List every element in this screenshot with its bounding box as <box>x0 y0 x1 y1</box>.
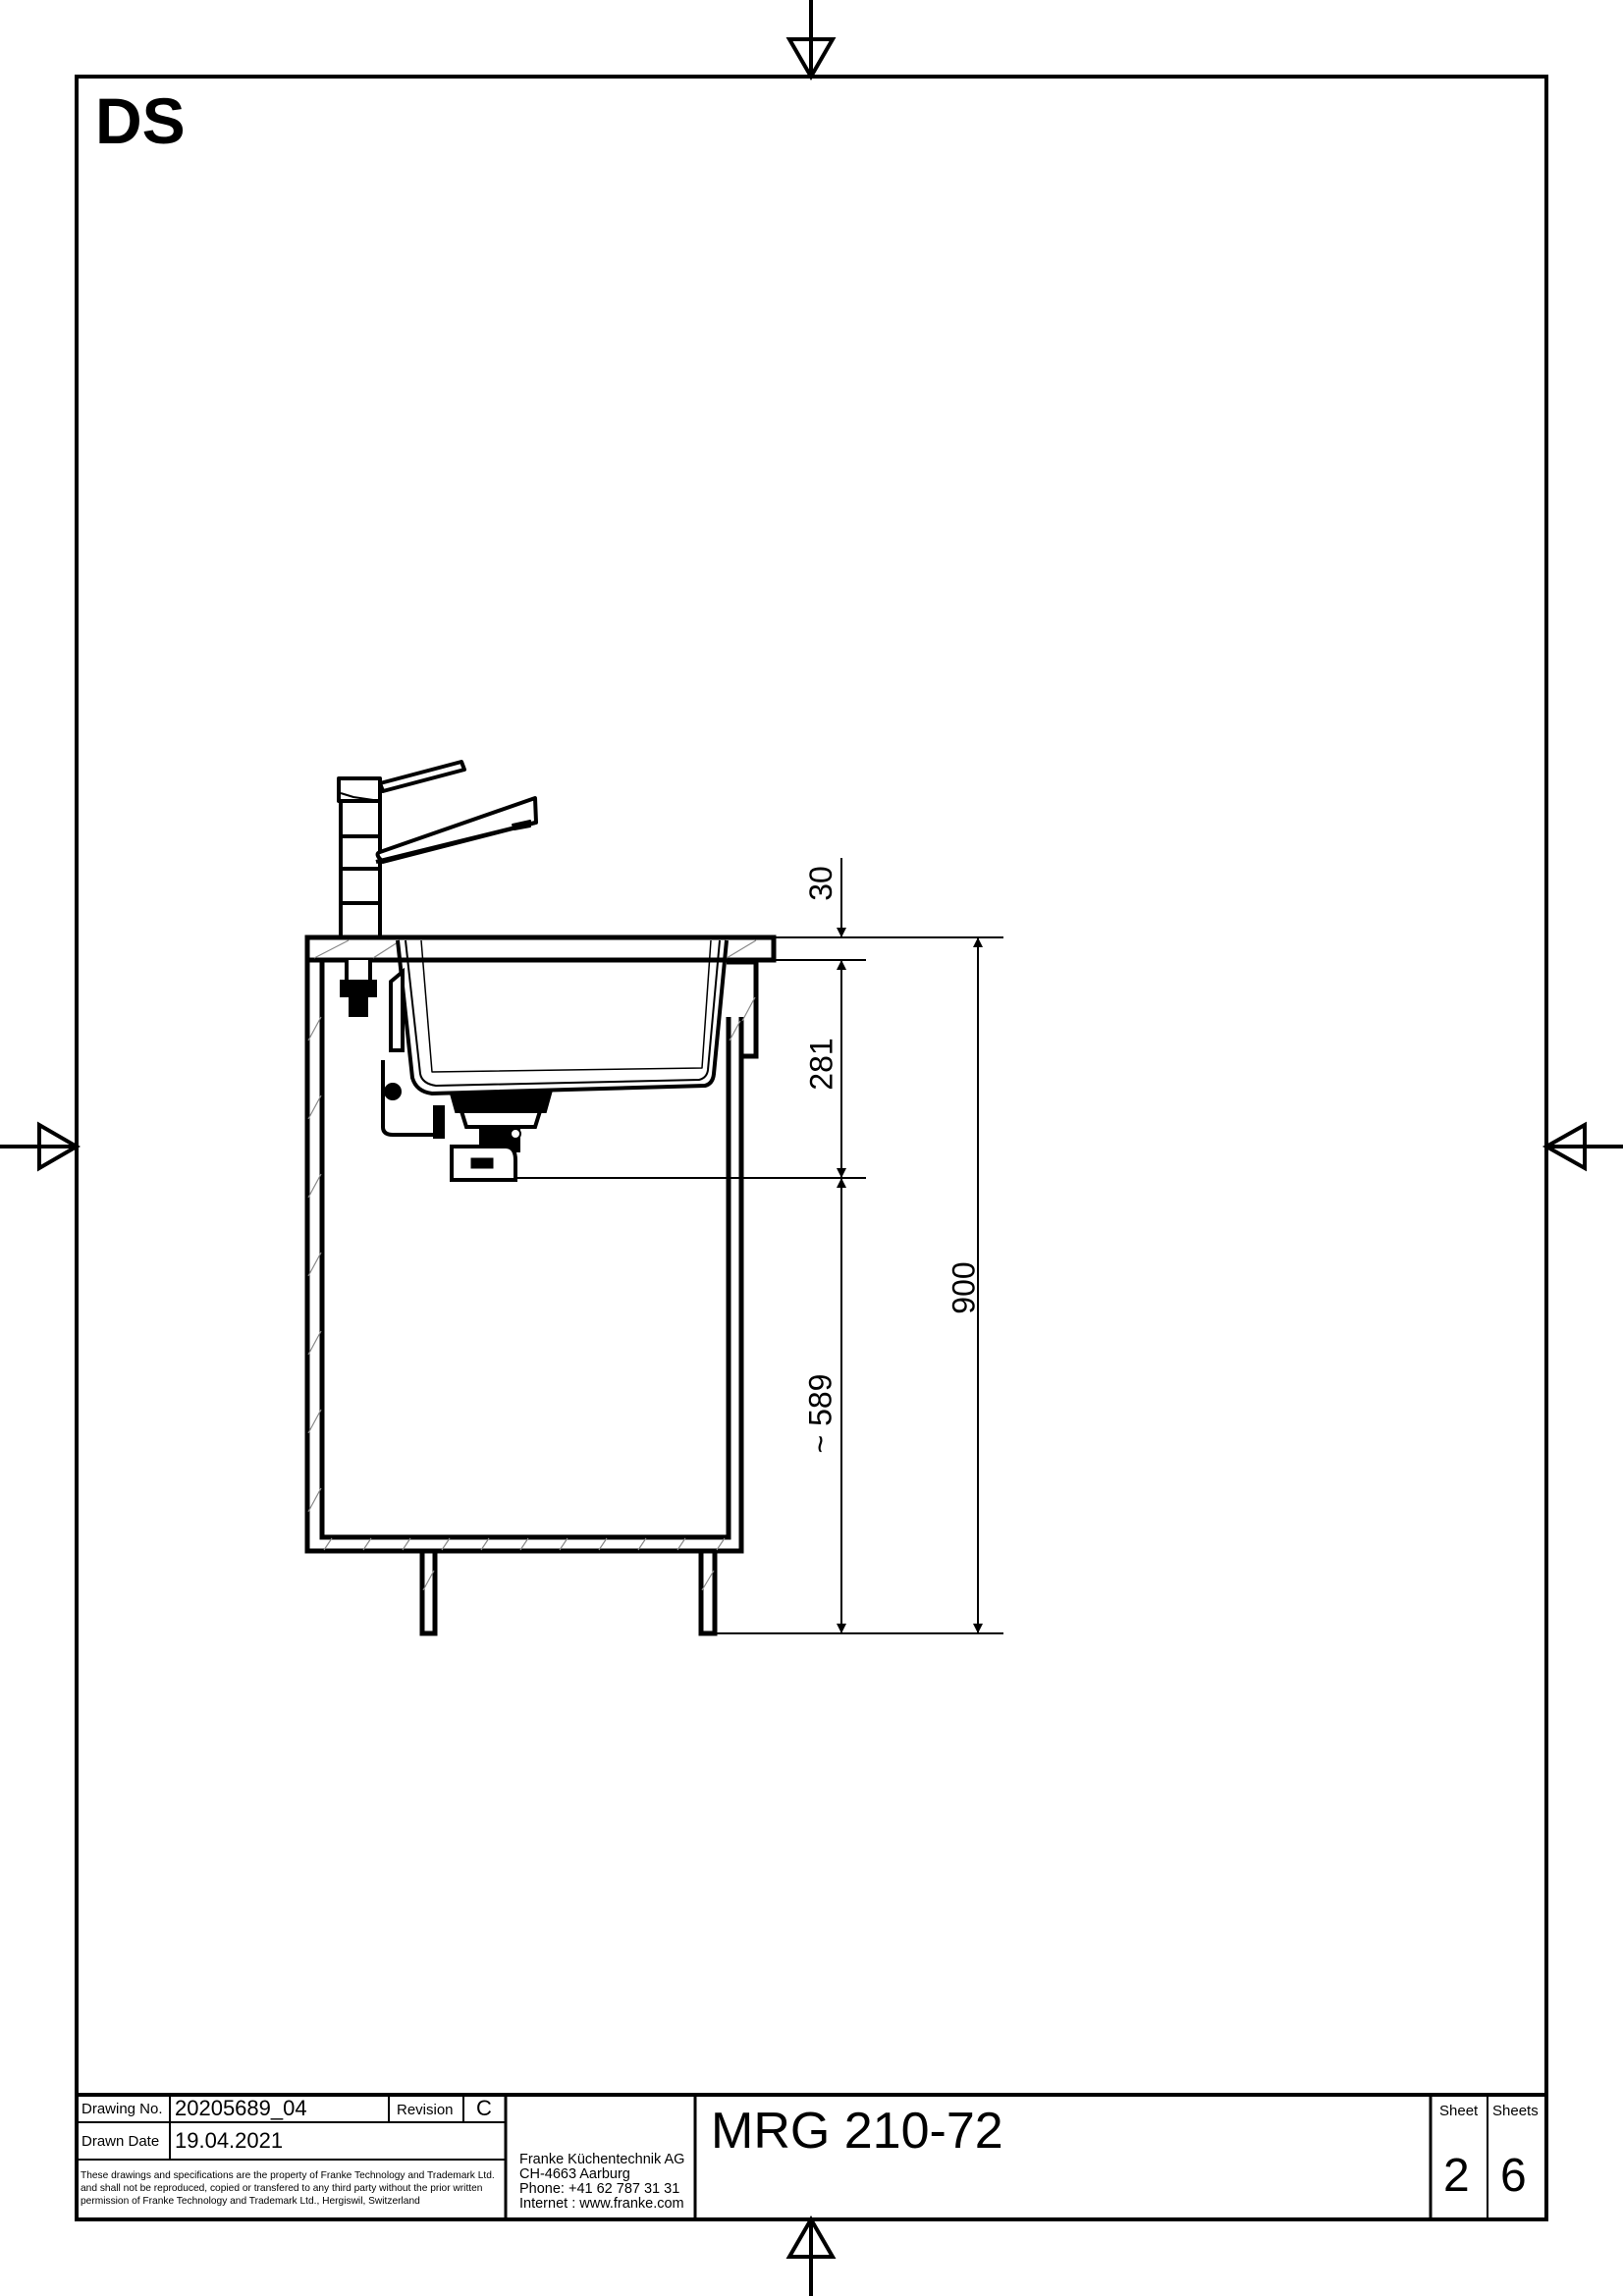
dimension-label-sink-depth: 281 <box>803 1038 839 1091</box>
dimension-label-drain-to-floor: ~ 589 <box>802 1373 839 1454</box>
sink-basin <box>396 939 729 1095</box>
drawn-date-value: 19.04.2021 <box>175 2128 284 2153</box>
sheets-total: 6 <box>1500 2150 1527 2202</box>
company-address: CH-4663 Aarburg <box>519 2166 630 2182</box>
drawn-date-label: Drawn Date <box>81 2133 160 2150</box>
company-info: Franke Küchentechnik AG CH-4663 Aarburg … <box>519 2153 696 2212</box>
centering-mark-left-icon <box>0 1121 81 1172</box>
company-phone: Phone: +41 62 787 31 31 <box>519 2181 680 2197</box>
product-title: MRG 210-72 <box>711 2103 1003 2160</box>
dimension-lines <box>515 858 1003 1633</box>
base-cabinet <box>304 959 1003 1636</box>
company-internet: Internet : www.franke.com <box>519 2196 684 2212</box>
cabinet-hatching <box>307 996 756 1591</box>
centering-mark-right-icon <box>1542 1121 1623 1172</box>
revision-value: C <box>476 2096 492 2120</box>
revision-label: Revision <box>397 2102 454 2118</box>
drawing-no-label: Drawing No. <box>81 2101 163 2117</box>
sheet-label: Sheet <box>1439 2103 1479 2119</box>
sheets-label: Sheets <box>1492 2103 1539 2119</box>
drawing-no-value: 20205689_04 <box>175 2096 307 2120</box>
legal-notice: These drawings and specifications are th… <box>81 2170 495 2207</box>
drawing-frame <box>75 75 1548 2221</box>
waste-drain-icon <box>340 960 553 1182</box>
sheet-number: 2 <box>1443 2150 1470 2202</box>
centering-mark-top-icon <box>785 0 837 80</box>
sheet-tag: DS <box>95 84 186 157</box>
centering-mark-bottom-icon <box>785 2216 837 2296</box>
dimension-label-overall-height: 900 <box>946 1261 982 1314</box>
dimension-label-worktop-thickness: 30 <box>802 866 839 901</box>
tap-icon <box>337 760 538 940</box>
title-block-grid <box>77 2093 1546 2219</box>
worktop <box>304 934 777 963</box>
company-name: Franke Küchentechnik AG <box>519 2152 685 2167</box>
